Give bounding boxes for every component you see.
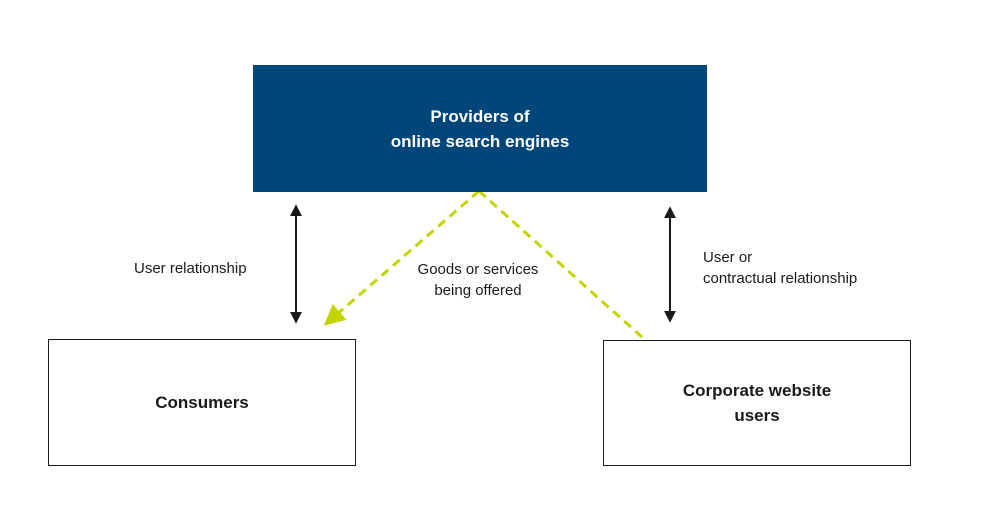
node-consumers-label: Consumers — [155, 393, 249, 412]
node-providers: Providers of online search engines — [253, 65, 707, 192]
node-consumers: Consumers — [48, 339, 356, 466]
node-corporate-website-users: Corporate website users — [603, 340, 911, 466]
node-corporate-website-users-label: Corporate website users — [682, 381, 832, 425]
node-providers-label: Providers of online search engines — [390, 106, 570, 151]
edge-label-user-relationship: User relationship — [134, 260, 247, 277]
goods-offered-arrow-left — [323, 189, 480, 326]
edge-label-goods-or-services: Goods or services being offered — [417, 261, 539, 299]
edge-label-user-or-contractual: User or contractual relationship — [703, 249, 858, 287]
